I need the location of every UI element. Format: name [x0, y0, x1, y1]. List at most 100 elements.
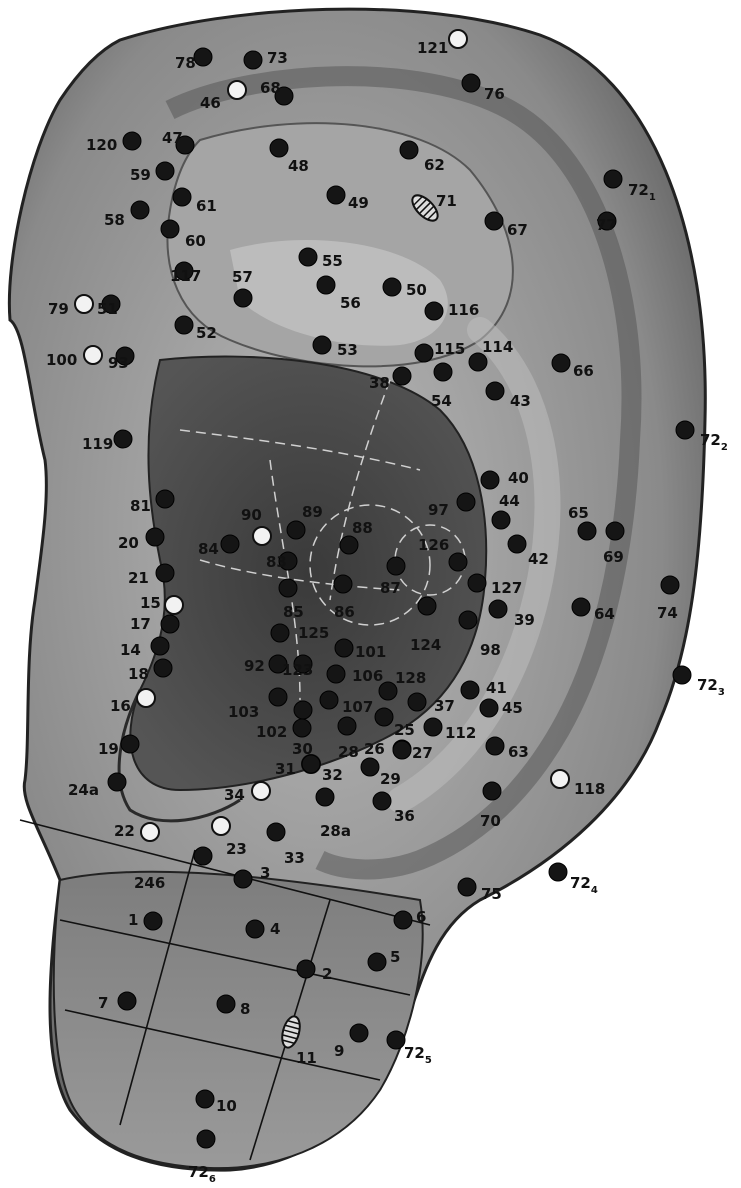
acupoint-2: [297, 960, 315, 978]
acupoint-number: 114: [482, 338, 513, 356]
acupoint-label-48: 48: [288, 157, 309, 175]
acupoint-number: 20: [118, 534, 139, 552]
acupoint-64: [572, 598, 590, 616]
acupoint-72-1: [604, 170, 622, 188]
acupoint-number: 127: [491, 579, 522, 597]
acupoint-59: [156, 162, 174, 180]
acupoint-label-21: 21: [128, 569, 149, 587]
acupoint-8: [217, 995, 235, 1013]
acupoint-number: 30: [292, 740, 313, 758]
acupoint-62: [400, 141, 418, 159]
acupoint-number: 15: [140, 594, 161, 612]
acupoint-number: 75: [481, 885, 502, 903]
acupoint-label-28a: 28a: [320, 822, 351, 840]
acupoint-number: 17: [130, 615, 151, 633]
acupoint-number: 128: [395, 669, 426, 687]
acupoint-label-128: 128: [395, 669, 426, 687]
acupoint-73: [244, 51, 262, 69]
acupoint-90: [253, 527, 271, 545]
acupoint-label-56: 56: [340, 294, 361, 312]
acupoint-number: 21: [128, 569, 149, 587]
acupoint-7: [118, 992, 136, 1010]
acupoint-number: 72: [628, 181, 649, 199]
acupoint-label-43: 43: [510, 392, 531, 410]
acupoint-16: [137, 689, 155, 707]
acupoint-label-62: 62: [424, 156, 445, 174]
acupoint-number: 86: [334, 603, 355, 621]
acupoint-number: 246: [134, 874, 165, 892]
acupoint-number: 90: [241, 506, 262, 524]
acupoint-label-27: 27: [412, 744, 433, 762]
acupoint-number: 4: [270, 920, 280, 938]
acupoint-label-115: 115: [434, 340, 465, 358]
acupoint-115: [415, 344, 433, 362]
acupoint-52: [175, 316, 193, 334]
acupoint-number: 14: [120, 641, 141, 659]
acupoint-label-15: 15: [140, 594, 161, 612]
acupoint-number: 74: [657, 604, 678, 622]
acupoint-number: 36: [394, 807, 415, 825]
acupoint-101: [335, 639, 353, 657]
acupoint-42: [508, 535, 526, 553]
acupoint-number: 116: [448, 301, 479, 319]
acupoint-number: 44: [499, 492, 520, 510]
acupoint-label-20: 20: [118, 534, 139, 552]
acupoint-number: 77: [596, 216, 617, 234]
acupoint-number: 42: [528, 550, 549, 568]
acupoint-label-1: 1: [128, 911, 138, 929]
acupoint-number: 33: [284, 849, 305, 867]
acupoint-number: 107: [342, 698, 373, 716]
acupoint-84: [221, 535, 239, 553]
acupoint-number: 70: [480, 812, 501, 830]
acupoint-43: [486, 382, 504, 400]
acupoint-label-51: 51: [97, 300, 118, 318]
acupoint-number: 69: [603, 548, 624, 566]
acupoint-label-70: 70: [480, 812, 501, 830]
acupoint-number: 55: [322, 252, 343, 270]
acupoint-37: [408, 693, 426, 711]
acupoint-76: [462, 74, 480, 92]
acupoint-label-106: 106: [352, 667, 383, 685]
acupoint-label-78: 78: [175, 54, 196, 72]
acupoint-number: 41: [486, 679, 507, 697]
acupoint-label-14: 14: [120, 641, 141, 659]
acupoint-label-22: 22: [114, 822, 135, 840]
acupoint-57: [234, 289, 252, 307]
acupoint-number: 45: [502, 699, 523, 717]
acupoint-number: 34: [224, 786, 245, 804]
acupoint-10: [196, 1090, 214, 1108]
acupoint-38: [393, 367, 411, 385]
acupoint-label-77: 77: [596, 216, 617, 234]
acupoint-number: 106: [352, 667, 383, 685]
acupoint-number: 112: [445, 724, 476, 742]
acupoint-98: [459, 611, 477, 629]
acupoint-number: 52: [196, 324, 217, 342]
acupoint-72-6: [197, 1130, 215, 1148]
acupoint-number: 46: [200, 94, 221, 112]
acupoint-label-114: 114: [482, 338, 513, 356]
acupoint-label-68: 68: [260, 79, 281, 97]
acupoint-number: 97: [428, 501, 449, 519]
acupoint-107: [320, 691, 338, 709]
acupoint-number: 50: [406, 281, 427, 299]
acupoint-label-120: 120: [86, 136, 117, 154]
acupoint-number: 81: [130, 497, 151, 515]
acupoint-label-92: 92: [244, 657, 265, 675]
acupoint-55: [299, 248, 317, 266]
acupoint-number: 48: [288, 157, 309, 175]
acupoint-118: [551, 770, 569, 788]
acupoint-number: 79: [48, 300, 69, 318]
acupoint-127: [468, 574, 486, 592]
acupoint-label-41: 41: [486, 679, 507, 697]
acupoint-number: 103: [228, 703, 259, 721]
acupoint-30: [293, 719, 311, 737]
acupoint-label-29: 29: [380, 770, 401, 788]
acupoint-label-81: 81: [130, 497, 151, 515]
acupoint-number: 72: [570, 874, 591, 892]
acupoint-label-124: 124: [410, 636, 441, 654]
acupoint-number: 26: [364, 740, 385, 758]
acupoint-14: [151, 637, 169, 655]
acupoint-number: 56: [340, 294, 361, 312]
acupoint-number: 23: [226, 840, 247, 858]
